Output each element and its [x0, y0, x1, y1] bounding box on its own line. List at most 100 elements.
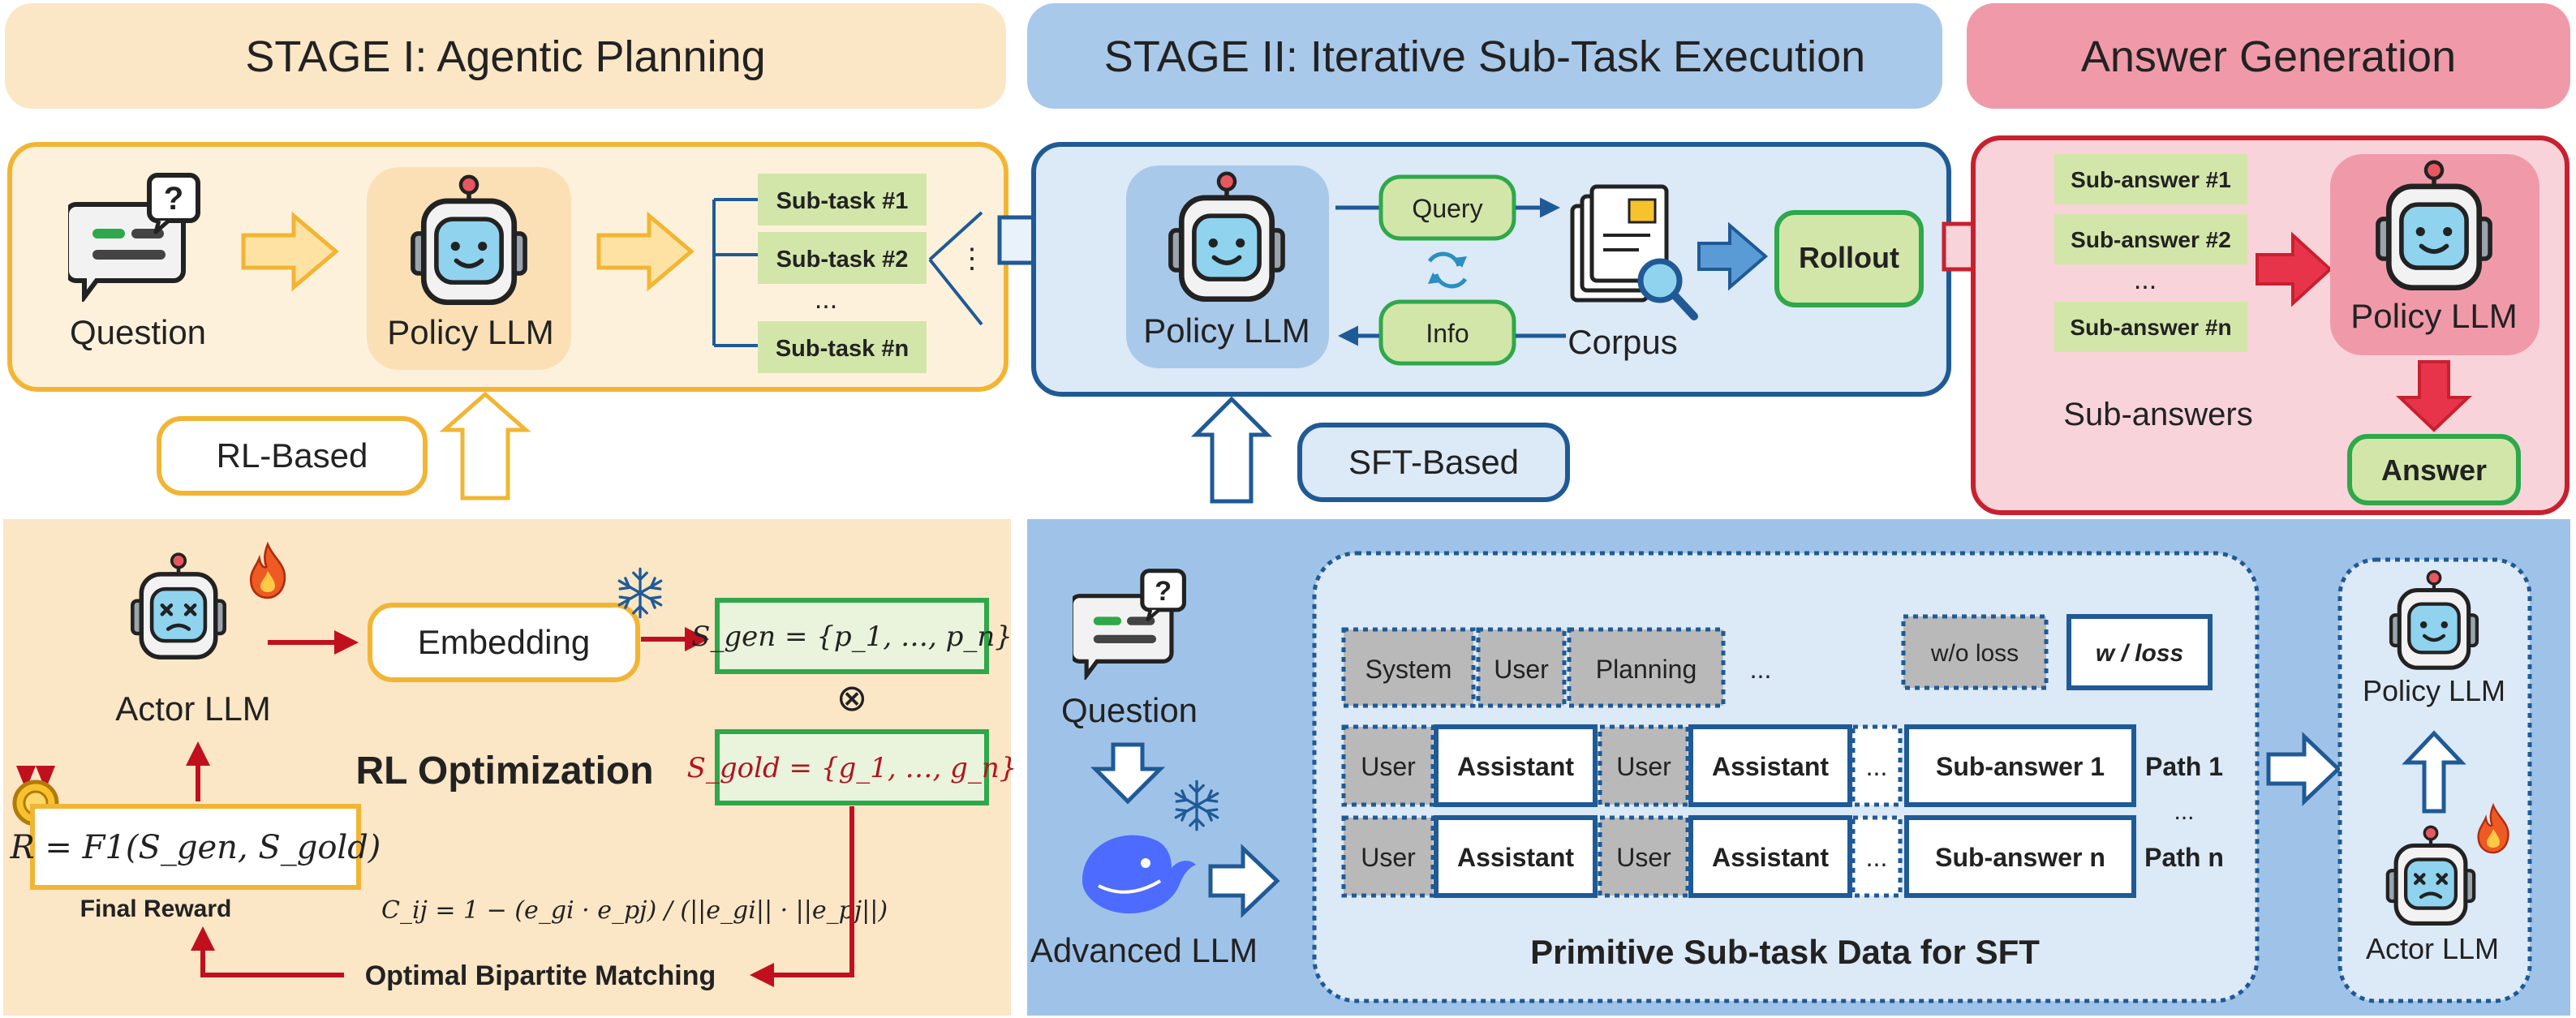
stage1-arrow-right-1 — [241, 211, 339, 292]
data-to-models-arrow — [2266, 732, 2342, 806]
reward-formula: R = F1(S_gen, S_gold) — [10, 829, 381, 866]
rl-based-label: RL-Based — [217, 436, 368, 475]
advanced-to-data-arrow — [1208, 844, 1280, 918]
row1-ellipsis: ... — [1750, 655, 1772, 684]
query-box — [1378, 174, 1516, 241]
corpus-label: Corpus — [1568, 323, 1677, 361]
path-1-label: Path 1 — [2145, 752, 2223, 781]
row3-subanswer — [1904, 815, 2136, 898]
subtask-fan-lines — [928, 211, 983, 326]
subanswer-2 — [2054, 214, 2247, 264]
stage1-question-label: Question — [70, 313, 206, 351]
subtask-2-label: Sub-task #2 — [776, 247, 909, 273]
subtask-bracket — [712, 198, 758, 347]
row3-assistant-2 — [1688, 815, 1852, 898]
s-gold-box — [715, 729, 989, 805]
rl-title: RL Optimization — [355, 750, 653, 792]
legend-w-loss-label: w / loss — [2096, 640, 2183, 667]
sft-up-arrow — [1190, 396, 1273, 504]
stage1-policy-label: Policy LLM — [387, 313, 553, 351]
sft-question-label: Question — [1061, 691, 1198, 729]
otimes-symbol: ⊗ — [836, 677, 868, 719]
path-dots: ... — [2174, 798, 2194, 825]
embedding-label: Embedding — [418, 623, 590, 661]
row2-user-1-label: User — [1361, 752, 1416, 781]
row3-user-1-label: User — [1361, 843, 1416, 872]
cycle-icon — [1427, 251, 1468, 289]
sft-data-title: Primitive Sub-task Data for SFT — [1530, 933, 2040, 971]
s-gen-box — [715, 598, 989, 674]
matching-label: Optimal Bipartite Matching — [365, 960, 716, 991]
corpus-to-rollout-arrow — [1697, 221, 1769, 291]
answer-policy-label: Policy LLM — [2350, 297, 2517, 335]
matching-to-reward-arrow — [191, 926, 344, 977]
cell-planning — [1567, 627, 1726, 708]
query-label: Query — [1412, 194, 1482, 223]
row3-ellipsis: ... — [1866, 843, 1888, 872]
row3-assistant-1 — [1434, 815, 1598, 898]
answer-header-bg — [1967, 3, 2570, 109]
cell-user-row1-label: User — [1494, 655, 1549, 684]
row2-assistant-2 — [1688, 724, 1852, 807]
question-to-advanced-arrow — [1090, 742, 1166, 805]
row3-user-2-label: User — [1616, 843, 1671, 872]
row2-user-2 — [1598, 724, 1690, 807]
cost-formula: C_ij = 1 − (e_gi · e_pj) / (||e_gi|| · |… — [381, 896, 888, 925]
row2-ellipsis-cell — [1851, 724, 1903, 807]
answer-label: Answer — [2381, 453, 2487, 487]
subtask-ellipsis: ... — [815, 284, 837, 315]
fan-dots: ⋮ — [958, 243, 986, 274]
policy-to-answer-arrow — [2396, 360, 2472, 432]
info-box — [1378, 299, 1516, 366]
row2-user-1 — [1341, 724, 1435, 807]
rl-based-box — [157, 416, 428, 496]
subanswer-2-label: Sub-answer #2 — [2071, 227, 2231, 252]
answer-box — [2347, 434, 2521, 505]
corpus-icon — [1570, 184, 1698, 320]
legend-w-loss — [2066, 614, 2213, 690]
row2-user-2-label: User — [1616, 752, 1671, 781]
legend-wo-loss-label: w/o loss — [1930, 640, 2019, 667]
row2-assistant-2-label: Assistant — [1712, 752, 1829, 781]
final-reward-label: Final Reward — [80, 896, 232, 922]
cell-user-row1 — [1476, 627, 1567, 708]
row2-ellipsis: ... — [1866, 752, 1888, 781]
subanswers-caption: Sub-answers — [2063, 397, 2252, 432]
subanswers-to-policy-arrow — [2256, 231, 2333, 307]
actor-to-policy-arrow — [2402, 730, 2466, 814]
advanced-llm-label: Advanced LLM — [1030, 931, 1258, 969]
path-n-label: Path n — [2144, 843, 2224, 872]
cell-system — [1341, 627, 1476, 708]
subtask-n-label: Sub-task #n — [776, 336, 909, 362]
s-gen-formula: S_gen = {p_1, …, p_n} — [691, 621, 1013, 653]
stage2-policy-label: Policy LLM — [1143, 311, 1310, 350]
sft-based-label: SFT-Based — [1348, 443, 1519, 481]
cell-planning-label: Planning — [1596, 655, 1697, 684]
row3-assistant-2-label: Assistant — [1712, 843, 1829, 872]
subanswer-1-label: Sub-answer #1 — [2071, 167, 2231, 192]
s-gold-formula: S_gold = {g_1, …, g_n} — [687, 752, 1017, 784]
whale-icon — [1082, 835, 1196, 914]
row3-user-1 — [1341, 815, 1435, 898]
answer-header: Answer Generation — [2081, 32, 2456, 81]
stage1-arrow-right-2 — [596, 211, 695, 292]
rl-actor-label: Actor LLM — [115, 689, 270, 728]
reward-box — [30, 804, 361, 890]
stage1-header-bg — [5, 3, 1006, 109]
stage2-header: STAGE II: Iterative Sub-Task Execution — [1104, 32, 1865, 81]
row2-assistant-1-label: Assistant — [1457, 752, 1574, 781]
subanswer-ellipsis: ... — [2134, 264, 2157, 295]
sft-based-box — [1297, 423, 1570, 502]
subtask-n — [758, 321, 927, 373]
row3-ellipsis-cell — [1851, 815, 1903, 898]
row2-assistant-1 — [1434, 724, 1598, 807]
rl-up-arrow — [439, 391, 531, 500]
row3-user-2 — [1598, 815, 1690, 898]
info-label: Info — [1426, 319, 1469, 348]
rollout-box — [1774, 210, 1924, 307]
row2-subanswer — [1904, 724, 2136, 807]
row2-subanswer-label: Sub-answer 1 — [1936, 752, 2105, 781]
subtask-1-label: Sub-task #1 — [776, 188, 909, 214]
subanswer-1 — [2054, 154, 2247, 204]
